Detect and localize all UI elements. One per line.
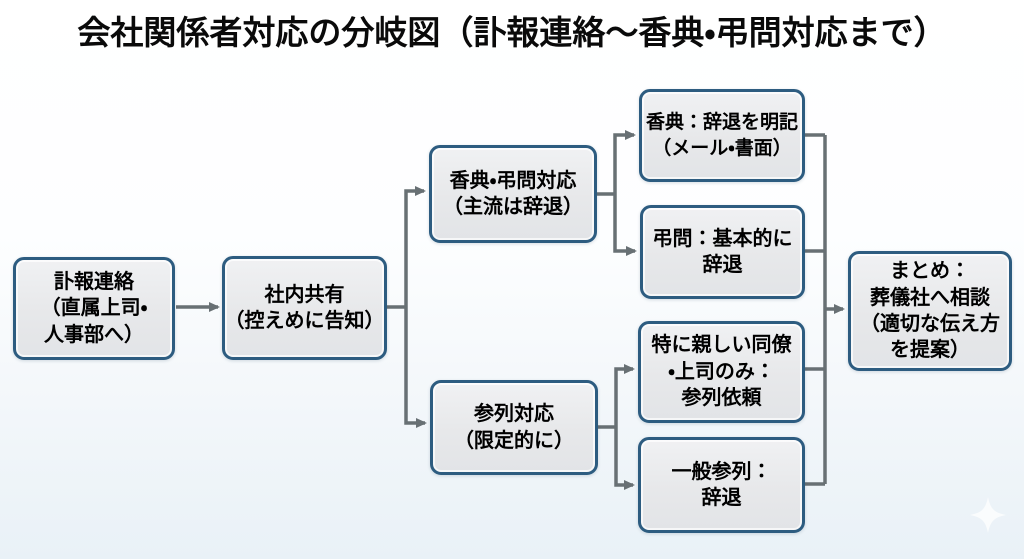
edge-to-choumon-jitai [613, 194, 637, 256]
node-line: （主流は辞退） [443, 196, 583, 218]
node-line: （メール・書面） [652, 137, 792, 159]
node-line: （控えめに告知） [224, 310, 385, 332]
node-choumon-jitai: 弔問：基本的に 辞退 [640, 205, 805, 299]
node-fuhou-renraku: 訃報連絡 （直属上司・ 人事部へ） [13, 257, 175, 360]
node-line: 訃報連絡 [54, 270, 134, 293]
node-kouden-choumon: 香典・弔問対応 （主流は辞退） [429, 145, 597, 243]
edge-to-kouden-jitai [613, 130, 636, 194]
node-line: 葬儀社へ相談 [870, 286, 990, 309]
node-line: まとめ： [890, 260, 970, 283]
diagram-title: 会社関係者対応の分岐図（訃報連絡～香典・弔問対応まで） [77, 14, 947, 51]
node-shitashii-douryou: 特に親しい同僚 ・上司のみ： 参列依頼 [638, 321, 805, 423]
node-line: （適切な伝え方 [860, 313, 1000, 335]
node-line: 辞退 [702, 254, 743, 276]
node-matome: まとめ： 葬儀社へ相談 （適切な伝え方 を提案） [848, 251, 1012, 371]
node-line: （限定的に） [454, 429, 574, 452]
sparkle-icon [970, 497, 1006, 533]
node-line: 弔問：基本的に [652, 227, 793, 250]
edge-to-shitashii [614, 364, 635, 427]
node-line: を提案） [890, 339, 970, 362]
node-line: 一般参列： [671, 460, 772, 483]
edge-to-kouden-choumon [404, 186, 426, 307]
node-line: 参列対応 [474, 403, 554, 426]
node-line: 特に親しい同僚 [651, 334, 792, 357]
node-sanretsu-taiou: 参列対応 （限定的に） [430, 380, 598, 475]
node-line: 社内共有 [264, 283, 345, 306]
edge-to-ippan [614, 427, 635, 490]
node-line: 人事部へ） [44, 323, 144, 346]
node-kouden-jitai: 香典：辞退を明記 （メール・書面） [639, 89, 805, 182]
node-line: （直属上司・ [40, 297, 148, 320]
node-line: 香典：辞退を明記 [645, 112, 798, 134]
node-line: ・上司のみ： [668, 360, 775, 383]
edge-to-sanretsu [404, 307, 427, 428]
node-ippan-sanretsu: 一般参列： 辞退 [638, 437, 805, 533]
node-shanai-kyouyuu: 社内共有 （控えめに告知） [222, 256, 387, 360]
node-line: 香典・弔問対応 [449, 169, 577, 192]
node-line: 辞退 [701, 487, 742, 509]
node-line: 参列依頼 [681, 387, 762, 410]
